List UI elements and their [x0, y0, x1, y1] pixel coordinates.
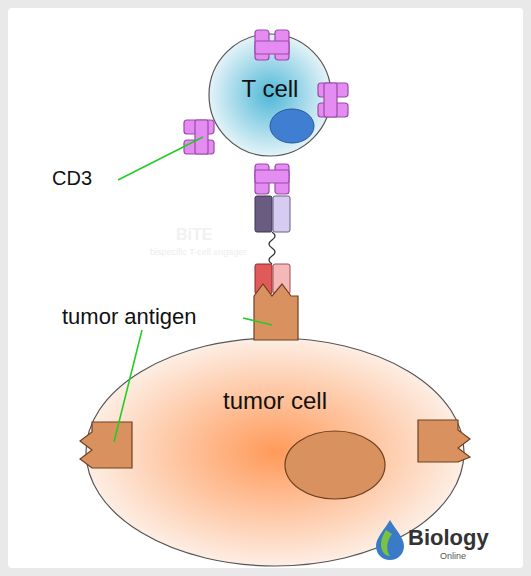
cell-membrane: [86, 338, 464, 566]
anti-tumor-light: [273, 264, 290, 294]
bite-molecule: [255, 196, 290, 294]
anti-tumor-heavy: [255, 264, 272, 294]
cell-membrane: [209, 34, 331, 156]
anti-cd3-light: [273, 196, 290, 232]
text-label: BiTE: [176, 226, 212, 244]
nucleus: [285, 431, 385, 499]
text-label: CD3: [52, 167, 92, 190]
cell-label: tumor cell: [85, 387, 465, 415]
text-label: Online: [440, 551, 466, 561]
cell-label: T cell: [208, 75, 332, 103]
nucleus: [270, 109, 314, 143]
text-label: Biology: [408, 525, 489, 551]
text-label: tumor antigen: [62, 304, 197, 330]
linker: [269, 232, 275, 264]
cd3-receptor: [184, 30, 348, 194]
text-label: bispecific T-cell engager: [150, 247, 246, 257]
t-cell: T cell: [208, 33, 332, 157]
anti-cd3-heavy: [255, 196, 272, 232]
